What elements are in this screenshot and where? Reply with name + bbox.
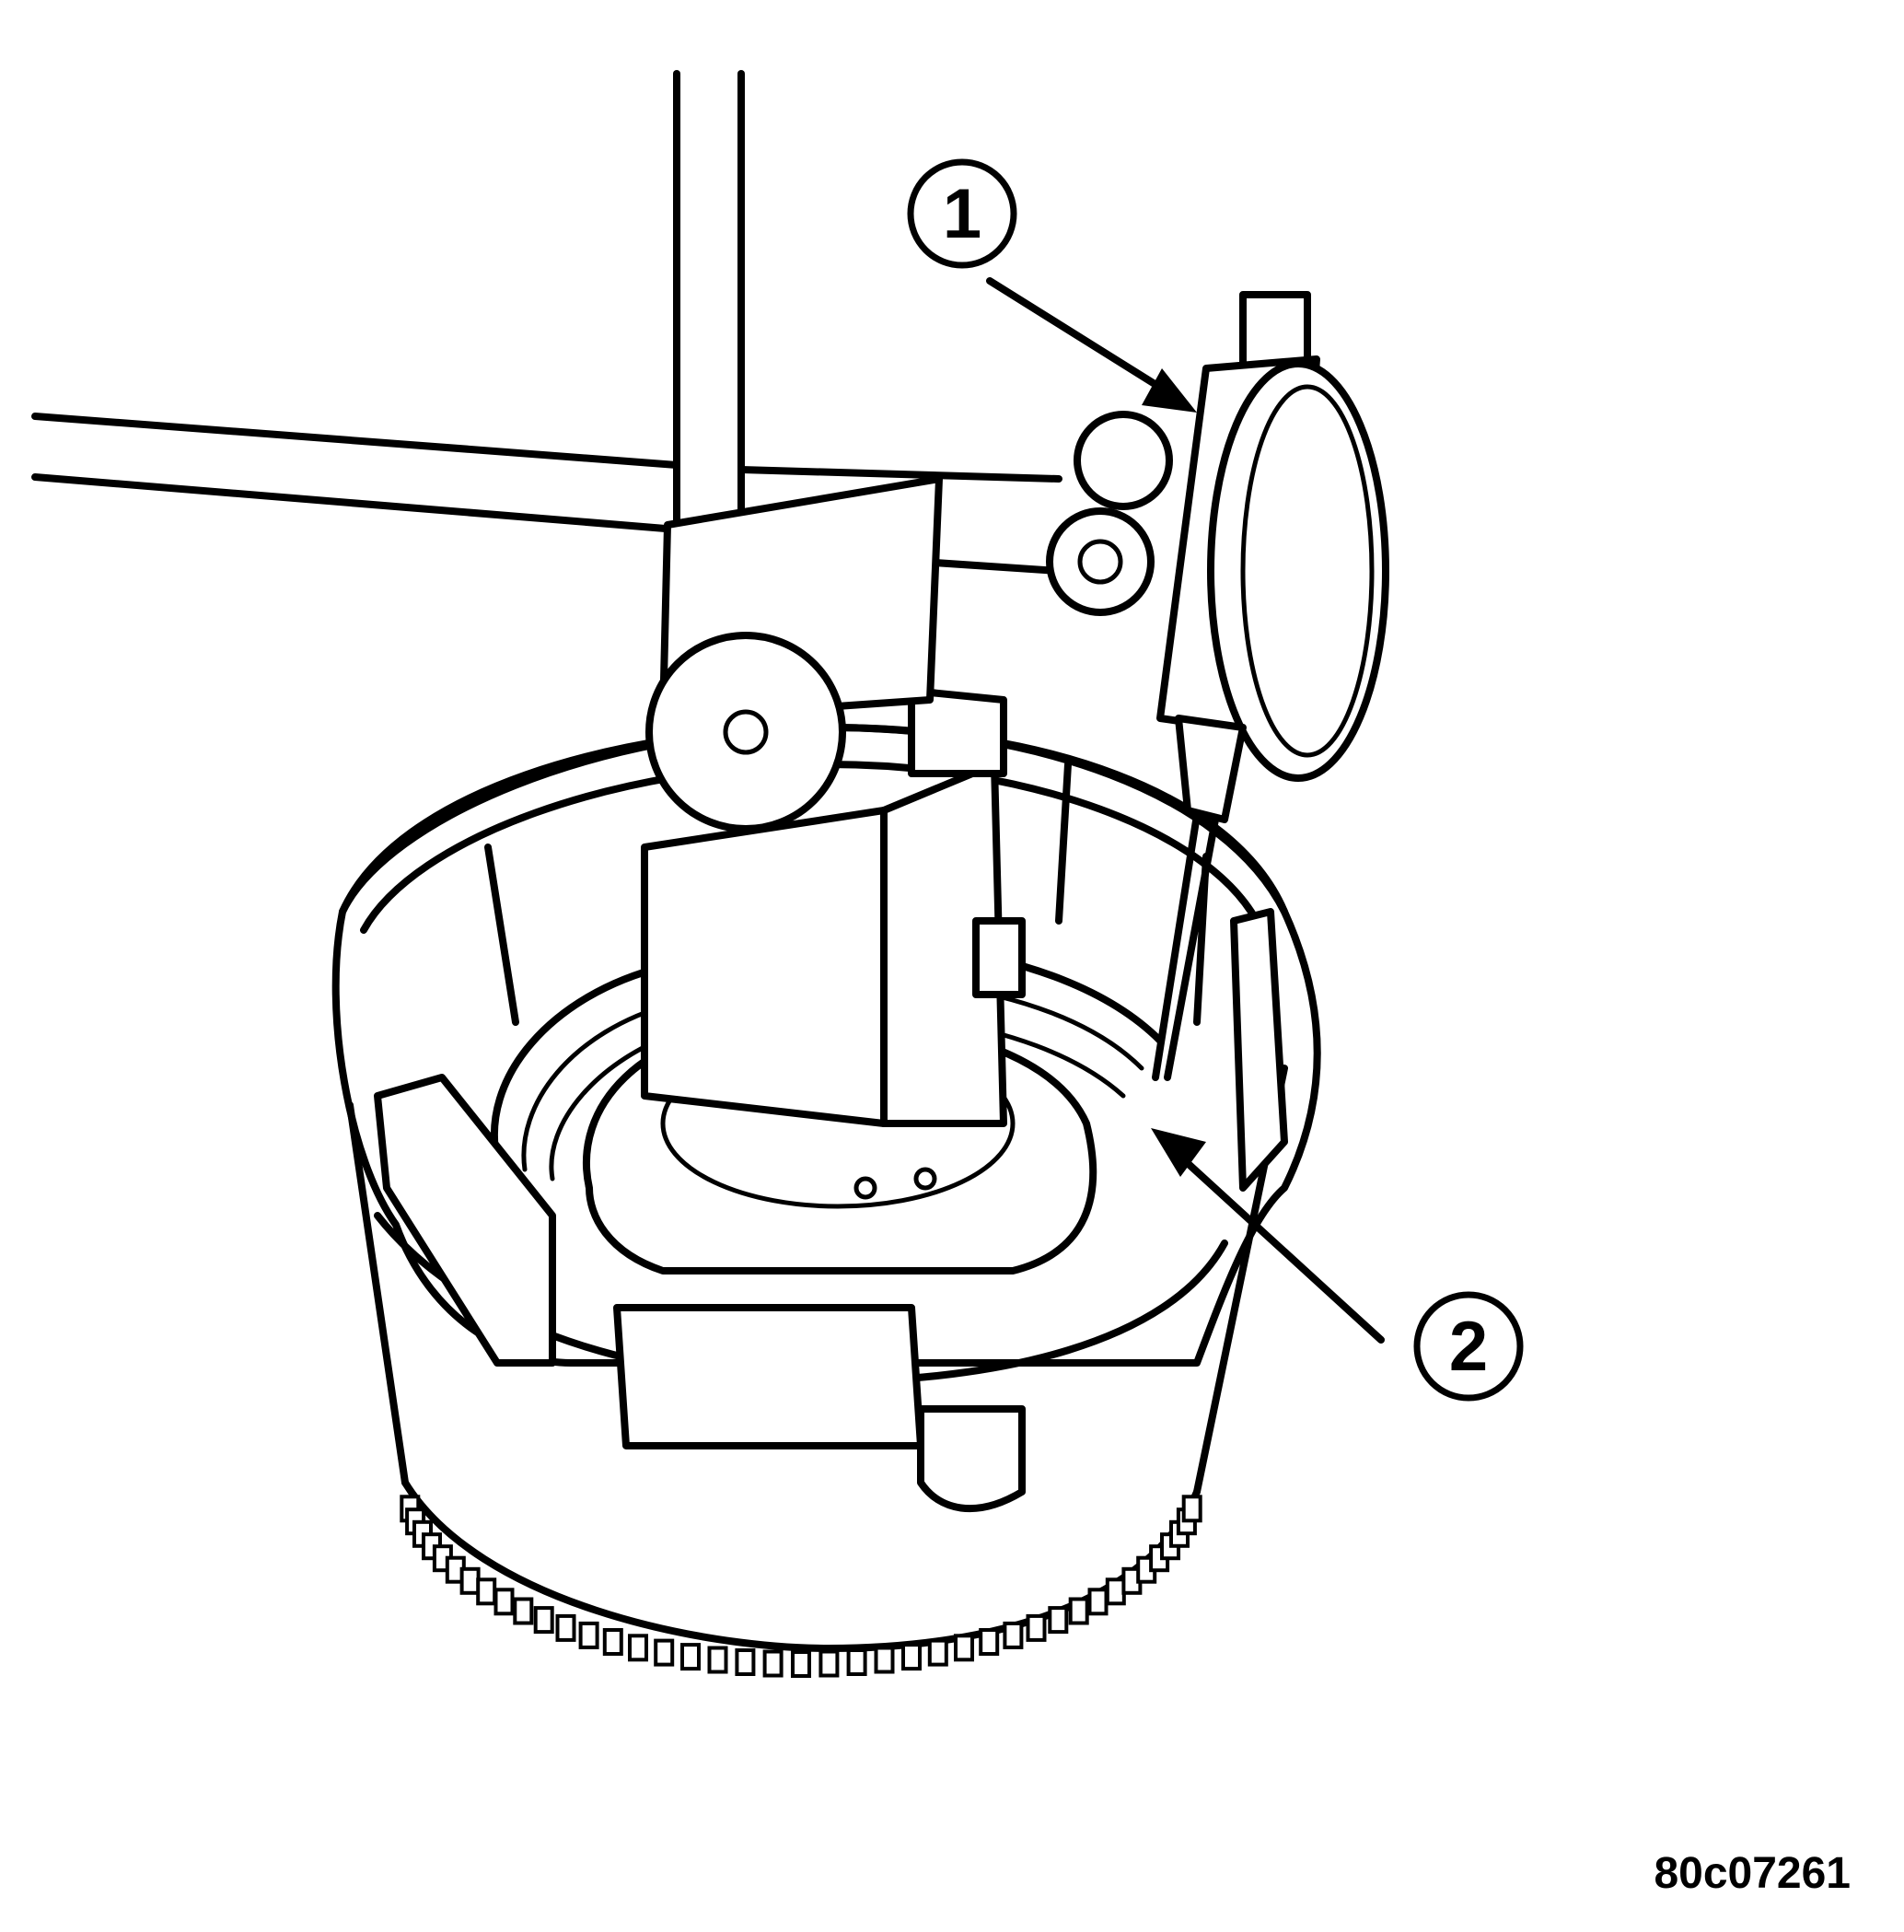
- tooth: [654, 1638, 675, 1667]
- horizontal-rod: [31, 413, 680, 469]
- callout-1-label: 1: [943, 175, 981, 253]
- swivel-knob: [645, 632, 846, 832]
- drum-lugs: [374, 761, 1288, 1513]
- callout-1-leader: [986, 277, 1178, 400]
- tooth: [818, 1649, 840, 1678]
- tooth: [927, 1638, 948, 1667]
- tooth: [476, 1577, 497, 1606]
- magnetic-base: [641, 687, 1026, 1127]
- lug-right: [1230, 908, 1288, 1192]
- tooth: [954, 1634, 974, 1662]
- dial-indicator: [1152, 291, 1389, 1081]
- callout-2-arrowhead: [1151, 1128, 1206, 1177]
- slot-line: [484, 844, 519, 1026]
- tone-wheel-teeth: [400, 1495, 1202, 1678]
- tooth: [1048, 1606, 1069, 1635]
- tooth: [1026, 1613, 1047, 1642]
- tooth: [1087, 1588, 1109, 1616]
- indicator-face: [1207, 360, 1389, 782]
- tooth: [762, 1649, 784, 1678]
- callout-1: 1: [907, 158, 1197, 413]
- tooth: [628, 1634, 648, 1662]
- tooth: [1181, 1495, 1202, 1523]
- horizontal-rod: [917, 558, 1062, 575]
- lug-left: [374, 1074, 556, 1367]
- callout-2-leader: [1166, 1143, 1385, 1344]
- tooth: [578, 1621, 599, 1649]
- base-block: [641, 807, 888, 1127]
- tooth: [874, 1646, 895, 1674]
- base-top-plate: [908, 687, 1007, 777]
- tooth: [493, 1588, 515, 1616]
- clamp-knob-hole: [1077, 539, 1123, 585]
- callout-2-label: 2: [1449, 1308, 1488, 1386]
- base-block-side: [880, 761, 1007, 1127]
- callout-1-circle: [907, 158, 1017, 269]
- tooth: [735, 1648, 756, 1676]
- tooth: [791, 1650, 811, 1678]
- hub-hole: [913, 1167, 937, 1191]
- hub-hole: [853, 1176, 877, 1200]
- callout-2-circle: [1413, 1291, 1524, 1402]
- indicator-stand: [31, 70, 1173, 832]
- tooth: [846, 1648, 867, 1676]
- swivel-knob-hole: [723, 709, 769, 755]
- tooth: [459, 1566, 481, 1595]
- tooth: [1068, 1597, 1089, 1625]
- tooth: [513, 1597, 534, 1625]
- lug-front-tab: [917, 1405, 1026, 1513]
- slot-line: [1055, 761, 1072, 925]
- indicator-bezel: [1240, 384, 1375, 758]
- clamp-knob: [1046, 507, 1155, 616]
- callout-2: 2: [1151, 1128, 1524, 1402]
- tooth: [680, 1643, 701, 1671]
- figure-reference: 80c07261: [1654, 1849, 1851, 1898]
- base-knob: [972, 917, 1026, 998]
- tooth: [555, 1613, 576, 1642]
- tooth: [533, 1606, 554, 1635]
- tooth: [1105, 1577, 1126, 1606]
- callout-1-arrowhead: [1142, 368, 1197, 413]
- tooth: [901, 1643, 922, 1671]
- clamp-knob-upper: [1074, 411, 1173, 510]
- horizontal-rod: [31, 473, 680, 533]
- tooth: [1003, 1621, 1024, 1649]
- indicator-probe: [1164, 816, 1219, 1081]
- horizontal-rod: [737, 466, 1062, 483]
- indicator-probe: [1152, 811, 1201, 1081]
- tooth: [602, 1628, 623, 1656]
- tooth: [979, 1628, 1000, 1656]
- lug-front: [613, 1304, 924, 1449]
- drum-side-left: [346, 1101, 409, 1486]
- tooth: [707, 1646, 728, 1674]
- indicator-spindle-housing: [1175, 715, 1247, 823]
